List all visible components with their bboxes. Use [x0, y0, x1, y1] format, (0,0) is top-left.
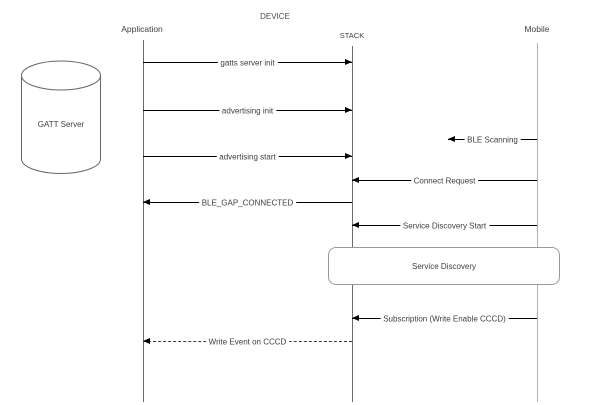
arrowhead-left-icon — [352, 315, 359, 321]
arrowhead-left-icon — [352, 222, 359, 228]
arrowhead-left-icon — [143, 338, 150, 344]
message-label: BLE Scanning — [464, 135, 521, 145]
arrowhead-left-icon — [352, 177, 359, 183]
message-label: gatts server init — [217, 58, 278, 68]
arrowhead-right-icon — [345, 153, 352, 159]
message-label: Write Event on CCCD — [205, 337, 290, 347]
actor-label-stack: STACK — [339, 31, 365, 40]
lifeline-mobile — [537, 43, 538, 402]
actor-label-application: Application — [121, 24, 163, 34]
arrowhead-left-icon — [143, 199, 150, 205]
gatt-server-cylinder: GATT Server — [20, 60, 102, 175]
message-label: advertising start — [216, 152, 279, 162]
message-label: advertising init — [218, 106, 277, 116]
gatt-server-label: GATT Server — [37, 120, 85, 129]
database-cylinder-icon — [21, 60, 101, 174]
arrowhead-left-icon — [448, 136, 455, 142]
service-discovery-box: Service Discovery — [328, 247, 560, 285]
message-label: Subscription (Write Enable CCCD) — [380, 314, 509, 324]
arrowhead-right-icon — [345, 107, 352, 113]
actor-label-mobile: Mobile — [524, 24, 550, 34]
message-label: BLE_GAP_CONNECTED — [198, 198, 297, 208]
service-discovery-label: Service Discovery — [411, 261, 476, 271]
message-label: Service Discovery Start — [399, 221, 490, 231]
message-label: Connect Request — [410, 176, 479, 186]
lifeline-application — [143, 40, 144, 402]
arrowhead-right-icon — [345, 59, 352, 65]
diagram-title: DEVICE — [260, 12, 290, 21]
